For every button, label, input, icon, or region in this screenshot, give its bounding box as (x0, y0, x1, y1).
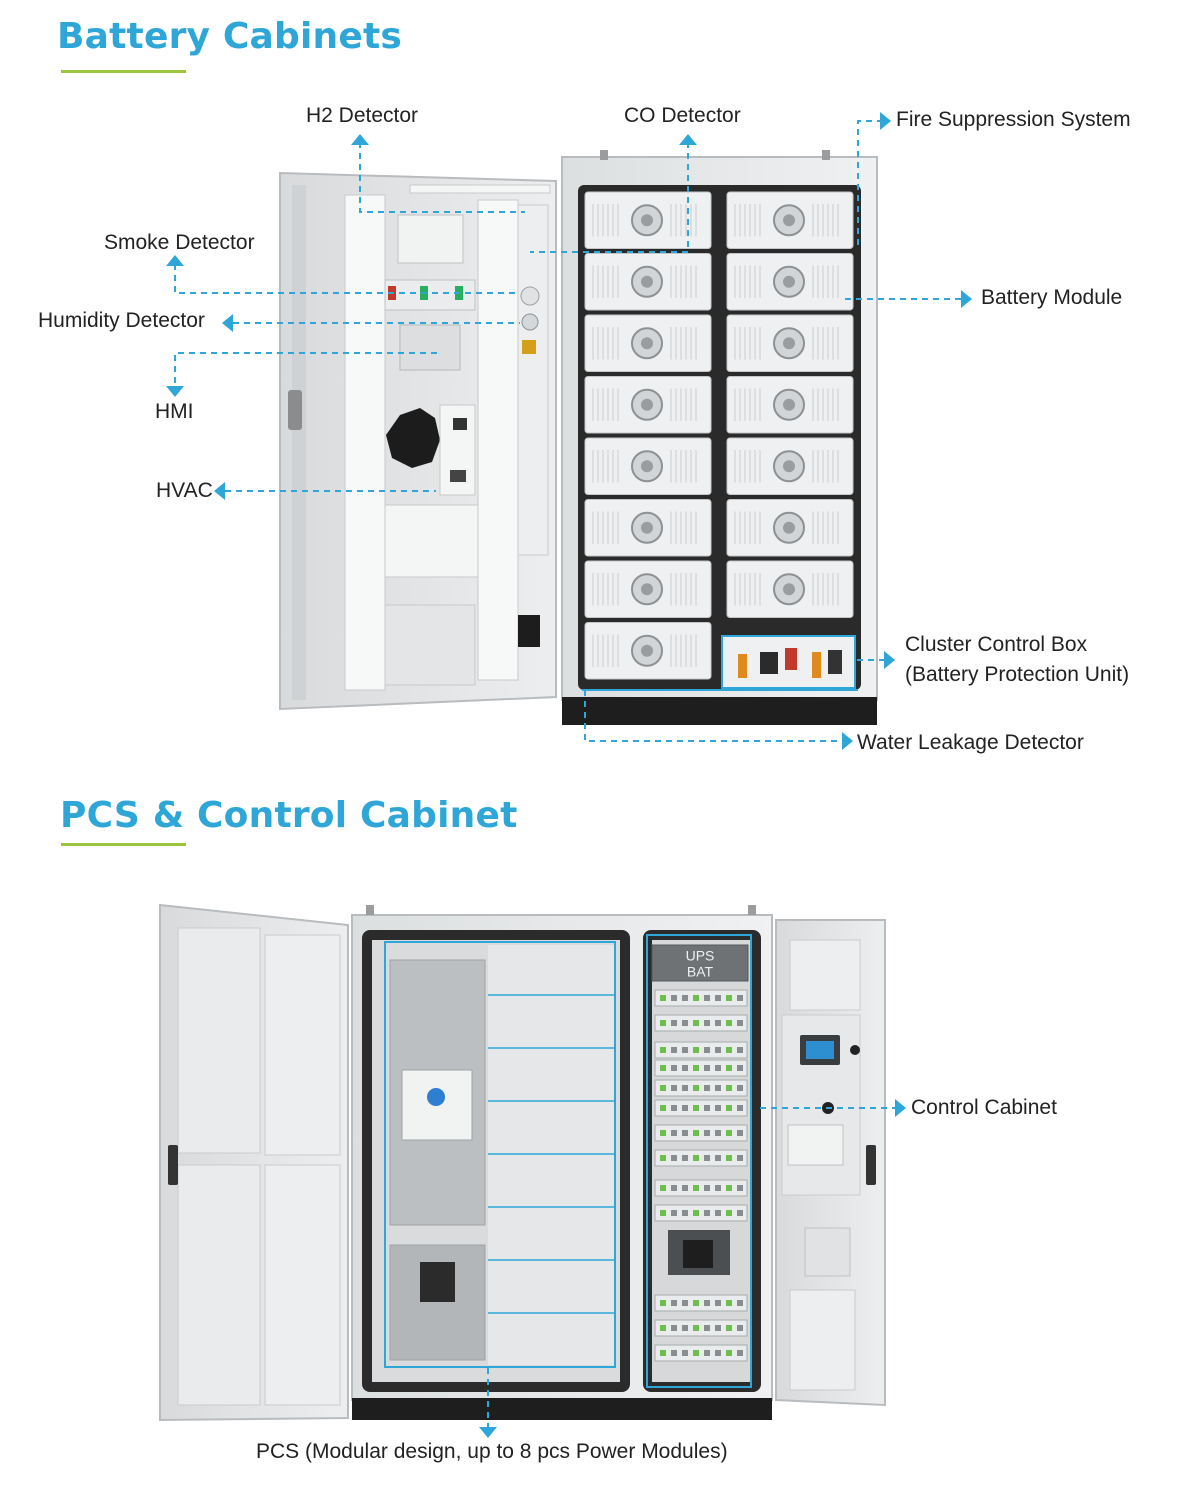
battery-module (584, 560, 712, 618)
rack-unit (654, 1179, 748, 1197)
hvac-fan-grille (386, 408, 440, 468)
power-module-slots (488, 994, 615, 1314)
pcs-title-underline (61, 843, 186, 846)
arrowhead-icon (222, 314, 233, 332)
arrowhead-icon (880, 112, 891, 130)
ups-bat-panel (651, 944, 749, 982)
door-lock-handle (288, 390, 302, 430)
label-humidity-detector: Humidity Detector (38, 309, 205, 332)
pcs-section-title: PCS & Control Cabinet (60, 795, 518, 836)
door-hinge-strip (292, 185, 306, 700)
battery-module (584, 314, 712, 372)
label-battery-module: Battery Module (981, 286, 1123, 309)
rack-unit (654, 1041, 748, 1059)
rack-unit (654, 1319, 748, 1337)
label-pcs: PCS (Modular design, up to 8 pcs Power M… (256, 1440, 728, 1463)
battery-module (584, 499, 712, 557)
battery-module (584, 191, 712, 249)
label-water-leakage-detector: Water Leakage Detector (857, 731, 1084, 754)
fire-guide (857, 120, 882, 245)
smoke-guide (174, 264, 520, 294)
rack-unit (654, 1344, 748, 1362)
arrowhead-icon (479, 1427, 497, 1438)
battery-module (726, 437, 854, 495)
label-battery-protection-unit: (Battery Protection Unit) (905, 663, 1130, 686)
label-control-cabinet: Control Cabinet (911, 1096, 1057, 1119)
pcs-cabinet-base (352, 1398, 772, 1420)
pcs-highlight-frame (384, 941, 616, 1368)
arrowhead-icon (884, 651, 895, 669)
humidity-detector-unit (521, 313, 539, 331)
arrowhead-icon (351, 134, 369, 145)
label-cluster-control-box: Cluster Control Box (905, 633, 1088, 656)
rack-unit (654, 1079, 748, 1097)
door-mounting-rail-left (344, 194, 386, 691)
label-h2-detector: H2 Detector (306, 104, 419, 127)
arrowhead-icon (214, 482, 225, 500)
co-guide (530, 142, 689, 253)
battery-module (726, 499, 854, 557)
pcs-control-cabinet-illustration: UPS BAT (159, 903, 886, 1422)
label-smoke-detector: Smoke Detector (104, 231, 255, 254)
pcs-module-stack (488, 945, 616, 1365)
battery-module (726, 191, 854, 249)
h2-guide (359, 142, 525, 213)
rack-unit (654, 1099, 748, 1117)
battery-module (584, 622, 712, 680)
battery-section-title: Battery Cabinets (57, 16, 403, 57)
label-hvac: HVAC (156, 479, 213, 502)
door-crossbar (384, 504, 479, 578)
arrowhead-icon (842, 732, 853, 750)
rack-unit (654, 1149, 748, 1167)
battery-module (726, 376, 854, 434)
controller-box (399, 324, 461, 371)
battery-module (584, 253, 712, 311)
smoke-detector-unit (520, 286, 540, 306)
rack-unit (654, 989, 748, 1007)
callout-guides (166, 112, 972, 1438)
hmi-panel (397, 214, 464, 264)
rack-unit (654, 1059, 748, 1077)
cluster-control-box (721, 635, 856, 689)
water-leakage-guide (584, 690, 842, 742)
ups-label: UPS (686, 948, 715, 964)
rack-unit (654, 1294, 748, 1312)
label-co-detector: CO Detector (624, 104, 741, 127)
rack-unit (654, 1204, 748, 1222)
red-handle-icon (785, 648, 797, 670)
rack-unit (654, 1014, 748, 1032)
hmi-indicator (522, 340, 536, 354)
arrowhead-icon (166, 386, 184, 397)
battery-module (726, 314, 854, 372)
control-rack-units (654, 989, 748, 1362)
battery-module-grid (584, 191, 854, 680)
arrowhead-icon (895, 1099, 906, 1117)
water-sensor-relay (518, 615, 540, 647)
battery-module (726, 560, 854, 618)
rack-unit (654, 1124, 748, 1142)
blue-handle-icon (427, 1088, 445, 1106)
battery-title-underline (61, 70, 186, 73)
pcs-door-handle (168, 1145, 178, 1185)
fuse-orange-2 (812, 652, 821, 678)
label-hmi: HMI (155, 400, 194, 423)
fuse-orange-1 (738, 654, 747, 678)
arrowhead-icon (166, 255, 184, 266)
label-fire-suppression: Fire Suppression System (896, 108, 1131, 131)
battery-module (584, 376, 712, 434)
battery-module (726, 253, 854, 311)
battery-module (584, 437, 712, 495)
bat-label: BAT (687, 964, 714, 980)
arrowhead-icon (679, 134, 697, 145)
control-highlight-frame (646, 934, 752, 1388)
battery-cabinet-base (562, 697, 877, 725)
control-door-handle (866, 1145, 876, 1185)
battery-cabinet-illustration (279, 150, 878, 725)
door-mounting-rail-right (477, 199, 519, 681)
sensor-column (517, 204, 549, 556)
arrowhead-icon (961, 290, 972, 308)
